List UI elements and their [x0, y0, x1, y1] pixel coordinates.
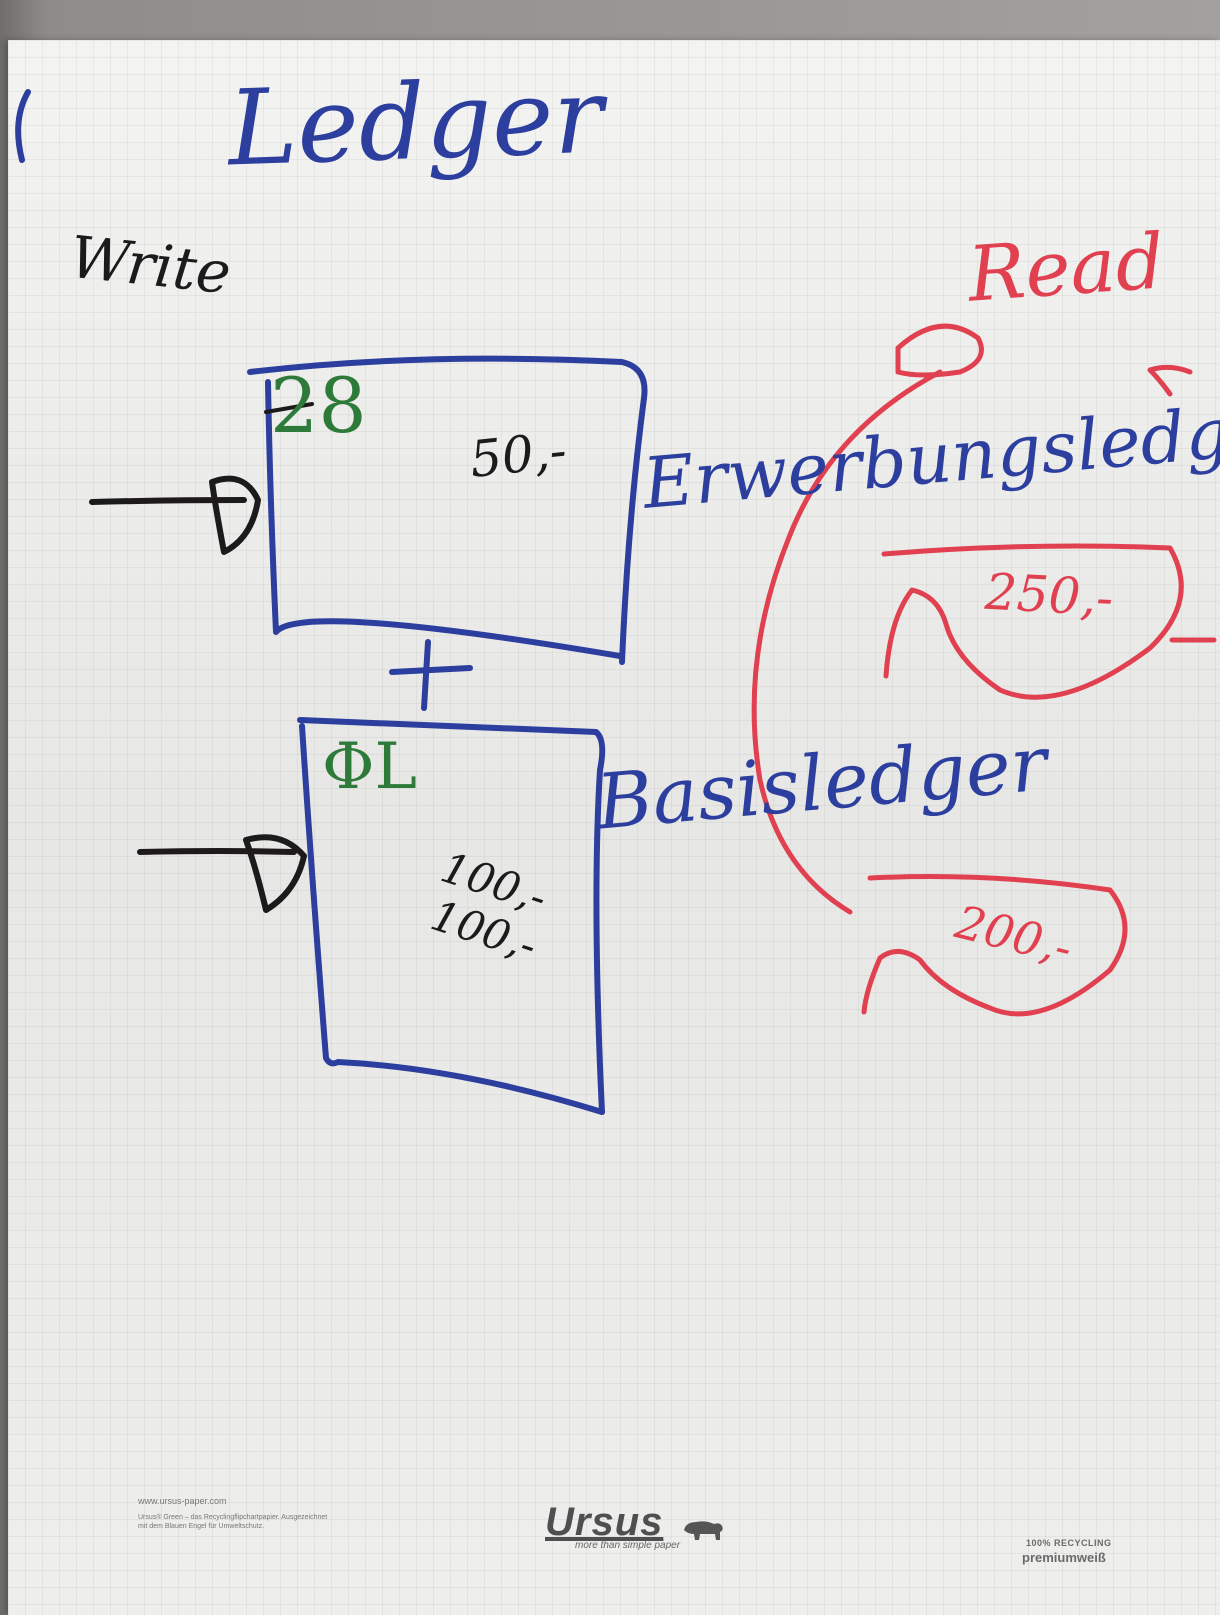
page-title: Ledger [225, 54, 606, 190]
red-swoosh-1 [881, 543, 1184, 700]
read-loop-curve [751, 369, 943, 915]
box-erwerbungsledger [247, 355, 648, 665]
stray-mark [15, 89, 31, 163]
box-basisledger [297, 717, 606, 1115]
box1-top-right-edge [247, 355, 648, 665]
box2-top-right-edge [297, 717, 606, 1115]
plus-horizontal [389, 665, 473, 675]
read-small-arrow [1147, 364, 1193, 397]
red-swoosh-2 [861, 874, 1128, 1017]
plus-sign [389, 639, 473, 711]
plus-vertical [421, 639, 431, 711]
strike-mark [264, 402, 314, 414]
read-arrow-head [895, 323, 984, 378]
box2-number: ΦL [322, 730, 417, 804]
bear-logo-icon [684, 1521, 723, 1540]
write-arrow-2 [137, 834, 307, 913]
write-arrow-1 [89, 475, 261, 555]
footer-paper-grade: premiumweiß [1022, 1550, 1106, 1565]
write-label: Write [66, 222, 235, 308]
box2-left-bottom-edge [299, 723, 605, 1115]
arrow2-head [243, 834, 307, 913]
ursus-logo: Ursus [545, 1500, 664, 1544]
read-diagram [751, 323, 1217, 1017]
read-value-1: 250,- [983, 562, 1115, 628]
arrow1-shaft [89, 497, 247, 505]
footer-description: Ursus® Green – das Recyclingflipchartpap… [138, 1514, 328, 1530]
flipchart-paper [8, 40, 1220, 1615]
footer-tagline: more than simple paper [575, 1540, 681, 1551]
footer-recycling: 100% RECYCLING [1026, 1538, 1112, 1548]
footer-website: www.ursus-paper.com [138, 1496, 227, 1506]
arrow1-head [209, 475, 261, 555]
box1-number: 28 [270, 361, 367, 450]
box1-left-bottom-edge [265, 379, 623, 659]
box1-value: 50,- [467, 421, 570, 489]
read-label: Read [965, 216, 1168, 319]
arrow2-shaft [137, 848, 297, 855]
